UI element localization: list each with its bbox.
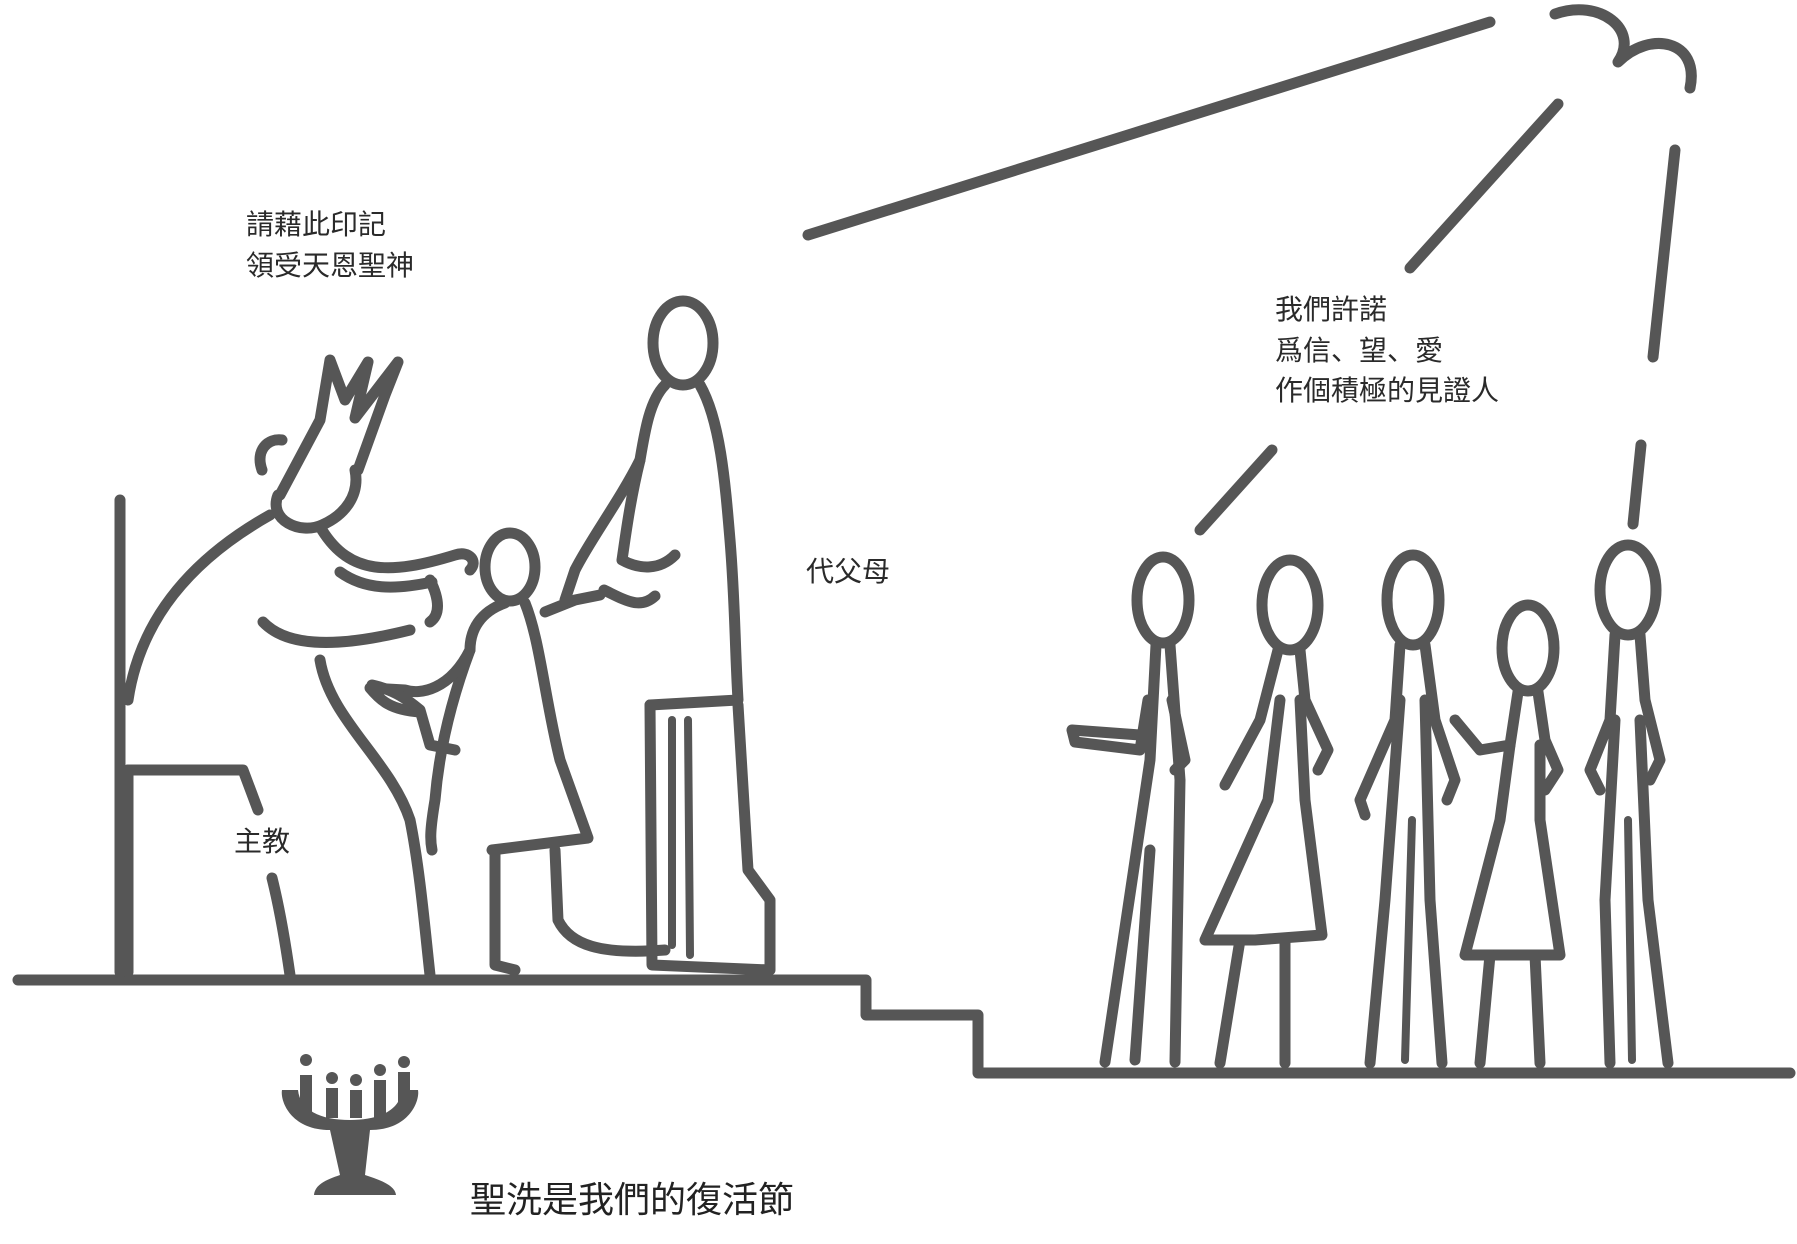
witness-person-2: [1199, 554, 1334, 1069]
easter-caption: 聖洗是我們的復活節: [470, 1180, 795, 1221]
blessing-line-2: 領受天恩聖神: [246, 248, 415, 282]
blessing-text: 請藉此印記 領受天恩聖神: [246, 205, 414, 286]
godparent-label: 代父母: [806, 555, 891, 588]
light-rays: [802, 16, 1681, 536]
candlestick-icon: [281, 1054, 419, 1195]
bishop-label: 主教: [234, 825, 291, 858]
godparent-figure: [559, 295, 776, 976]
bishop-figure: [122, 354, 479, 981]
witness-person-4: [1449, 599, 1566, 1069]
child-figure: [364, 527, 671, 976]
bishop-chair: [114, 494, 264, 978]
witness-person-3: [1354, 549, 1461, 1069]
stage-steps: [12, 974, 1796, 1079]
promise-line-3: 作個積極的見證人: [1275, 374, 1500, 408]
witness-group: [1066, 539, 1674, 1069]
cloud-icon: [1549, 4, 1697, 94]
promise-line-1: 我們許諾: [1275, 293, 1388, 326]
promise-line-2: 爲信、望、愛: [1275, 333, 1444, 367]
witness-person-5: [1584, 539, 1674, 1069]
witness-person-1: [1066, 551, 1195, 1068]
blessing-line-1: 請藉此印記: [246, 208, 387, 241]
promise-text: 我們許諾 爲信、望、愛 作個積極的見證人: [1275, 290, 1499, 412]
